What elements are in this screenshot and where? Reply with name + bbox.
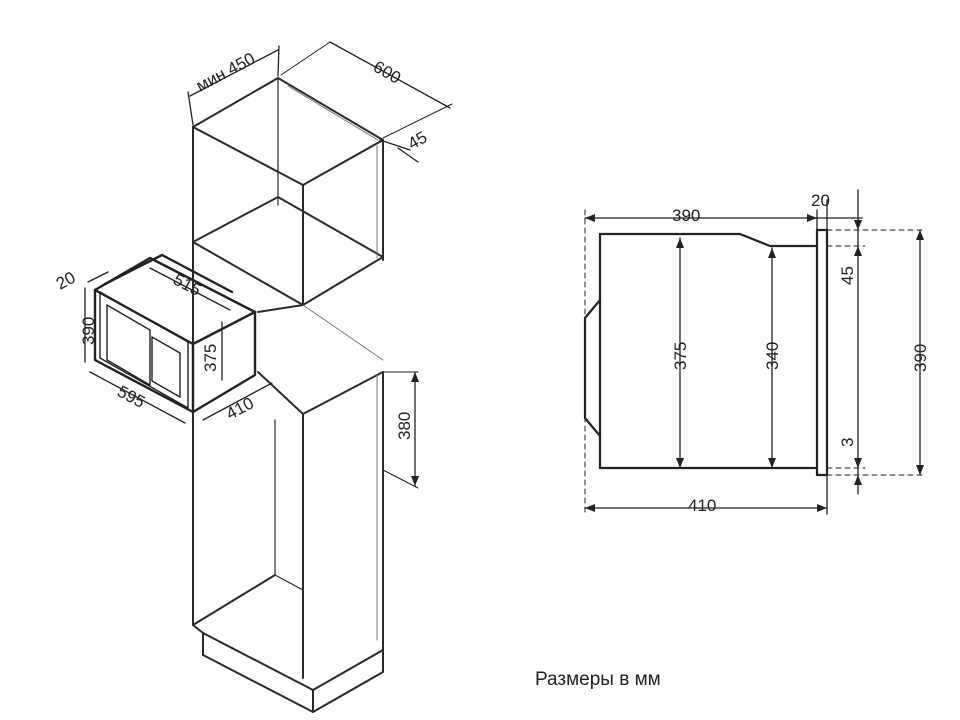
dim-oven-front-label: 20: [53, 268, 79, 294]
cabinet-dimension-lines: [84, 41, 453, 489]
dim-niche-height-label: 380: [395, 412, 414, 440]
side-view-dimension-lines: [584, 189, 926, 515]
dim-front-thickness-label: 20: [811, 191, 830, 210]
dim-body-depth-label: 390: [672, 206, 700, 225]
dim-340-label: 340: [763, 342, 782, 370]
dim-375-label: 375: [671, 342, 690, 370]
dim-3-label: 3: [838, 438, 857, 447]
dim-oven-inner-height-label: 375: [201, 344, 220, 372]
dim-niche-depth-label: 410: [223, 393, 257, 423]
dim-min-depth-label: мин 450: [193, 49, 258, 96]
units-caption: Размеры в мм: [535, 669, 661, 690]
dim-cabinet-width-label: 600: [370, 57, 404, 88]
microwave-oven-3d: [93, 253, 257, 414]
cabinet-column: [192, 77, 384, 713]
dimension-arrowheads: [411, 214, 924, 512]
dim-total-depth-label: 410: [688, 496, 716, 515]
dim-390-label: 390: [911, 344, 930, 372]
dim-oven-height-label: 390: [79, 317, 98, 345]
dim-45-label: 45: [838, 266, 857, 285]
oven-side-view: [583, 228, 829, 477]
